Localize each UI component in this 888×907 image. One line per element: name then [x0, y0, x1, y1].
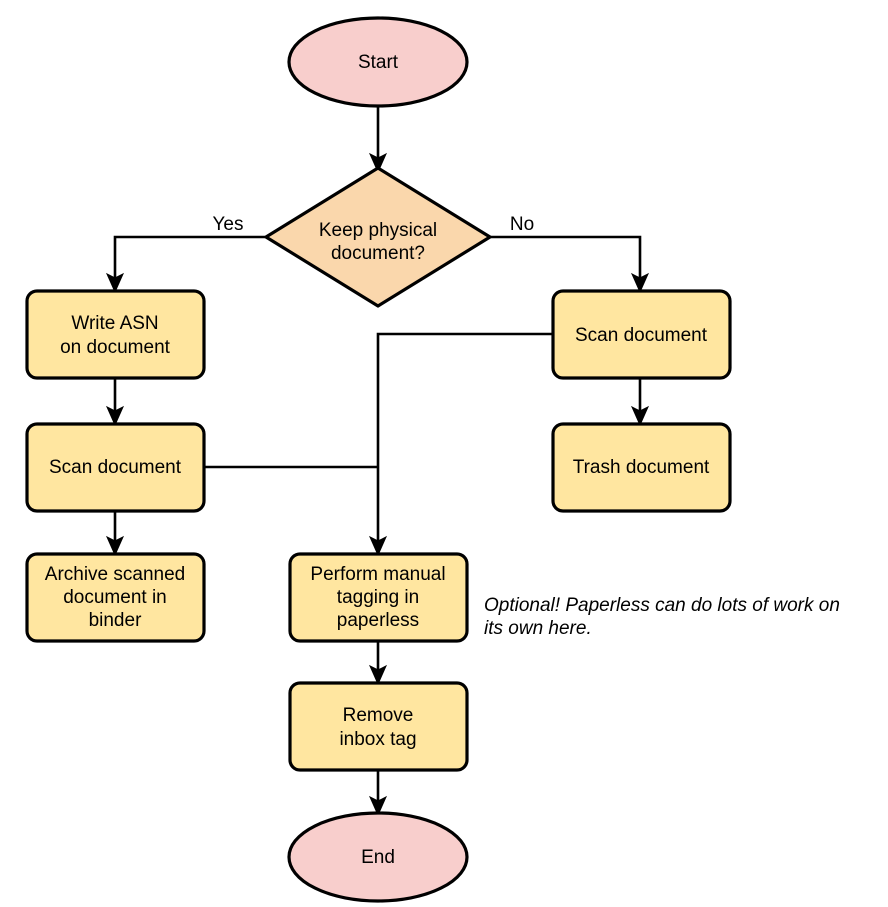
edge-line — [113, 235, 265, 282]
arrowhead-icon — [105, 272, 125, 294]
edge-label-no: No — [510, 214, 534, 235]
edge-remove-inbox-to-end — [368, 770, 388, 817]
arrowhead-icon — [105, 535, 125, 557]
arrowhead-icon — [105, 405, 125, 427]
node-decision-label-line1: Keep physical — [319, 220, 437, 241]
node-archive-label-line2: document in — [63, 587, 167, 608]
node-remove-inbox-label-line1: Remove — [343, 705, 414, 726]
node-start-label: Start — [358, 52, 399, 73]
start-ellipse[interactable] — [287, 16, 469, 108]
node-end-label: End — [361, 847, 395, 868]
node-decision-label-line2: document? — [331, 243, 425, 264]
node-remove-inbox-tag[interactable]: Remove inbox tag — [288, 681, 469, 772]
node-write-asn-label-line1: Write ASN — [71, 313, 158, 334]
edge-scan-right-to-tagging — [368, 332, 552, 557]
process-box[interactable] — [25, 289, 206, 380]
edge-tagging-to-remove-inbox — [368, 642, 388, 686]
edge-write-asn-to-scan-left — [105, 378, 125, 427]
process-box[interactable] — [288, 552, 469, 643]
node-write-asn-on-document[interactable]: Write ASN on document — [25, 289, 206, 380]
node-scan-document-right-label: Scan document — [575, 325, 708, 346]
edge-start-to-decision — [368, 104, 388, 174]
node-decision-keep-physical-document[interactable]: Keep physical document? — [264, 166, 492, 308]
edge-decision-yes-to-write-asn — [105, 235, 265, 294]
annotation-optional-note: Optional! Paperless can do lots of work … — [484, 595, 840, 639]
node-tagging-label-line3: paperless — [337, 610, 419, 631]
node-tagging-label-line2: tagging in — [337, 587, 419, 608]
process-box[interactable] — [551, 422, 732, 513]
arrowhead-icon — [630, 405, 650, 427]
node-archive-scanned-document-in-binder[interactable]: Archive scanned document in binder — [25, 552, 206, 643]
node-start[interactable]: Start — [287, 16, 469, 108]
node-tagging-label-line1: Perform manual — [310, 564, 445, 585]
node-scan-document-right[interactable]: Scan document — [551, 289, 732, 380]
arrowhead-icon — [368, 664, 388, 686]
edge-line — [490, 235, 642, 282]
edge-line — [376, 332, 552, 545]
process-box[interactable] — [551, 289, 732, 380]
arrowhead-icon — [368, 795, 388, 817]
edge-label-yes: Yes — [213, 214, 244, 235]
edge-scan-right-to-trash — [630, 378, 650, 427]
node-end[interactable]: End — [287, 811, 469, 903]
node-archive-label-line3: binder — [89, 610, 142, 631]
annotation-line2: its own here. — [484, 618, 592, 639]
node-scan-document-left[interactable]: Scan document — [25, 422, 206, 513]
end-ellipse[interactable] — [287, 811, 469, 903]
process-box[interactable] — [25, 422, 206, 513]
node-trash-document[interactable]: Trash document — [551, 422, 732, 513]
node-trash-document-label: Trash document — [573, 457, 710, 478]
annotation-line1: Optional! Paperless can do lots of work … — [484, 595, 840, 616]
arrowhead-icon — [368, 535, 388, 557]
node-scan-document-left-label: Scan document — [49, 457, 182, 478]
arrowhead-icon — [630, 272, 650, 294]
node-write-asn-label-line2: on document — [60, 337, 171, 358]
arrowhead-icon — [368, 152, 388, 174]
edge-scan-left-to-archive — [105, 510, 125, 557]
decision-diamond[interactable] — [264, 166, 492, 308]
process-box[interactable] — [288, 681, 469, 772]
node-archive-label-line1: Archive scanned — [45, 564, 185, 585]
process-box[interactable] — [25, 552, 206, 643]
edge-decision-no-to-scan-right — [490, 235, 650, 294]
node-remove-inbox-label-line2: inbox tag — [339, 729, 416, 750]
node-perform-manual-tagging[interactable]: Perform manual tagging in paperless — [288, 552, 469, 643]
